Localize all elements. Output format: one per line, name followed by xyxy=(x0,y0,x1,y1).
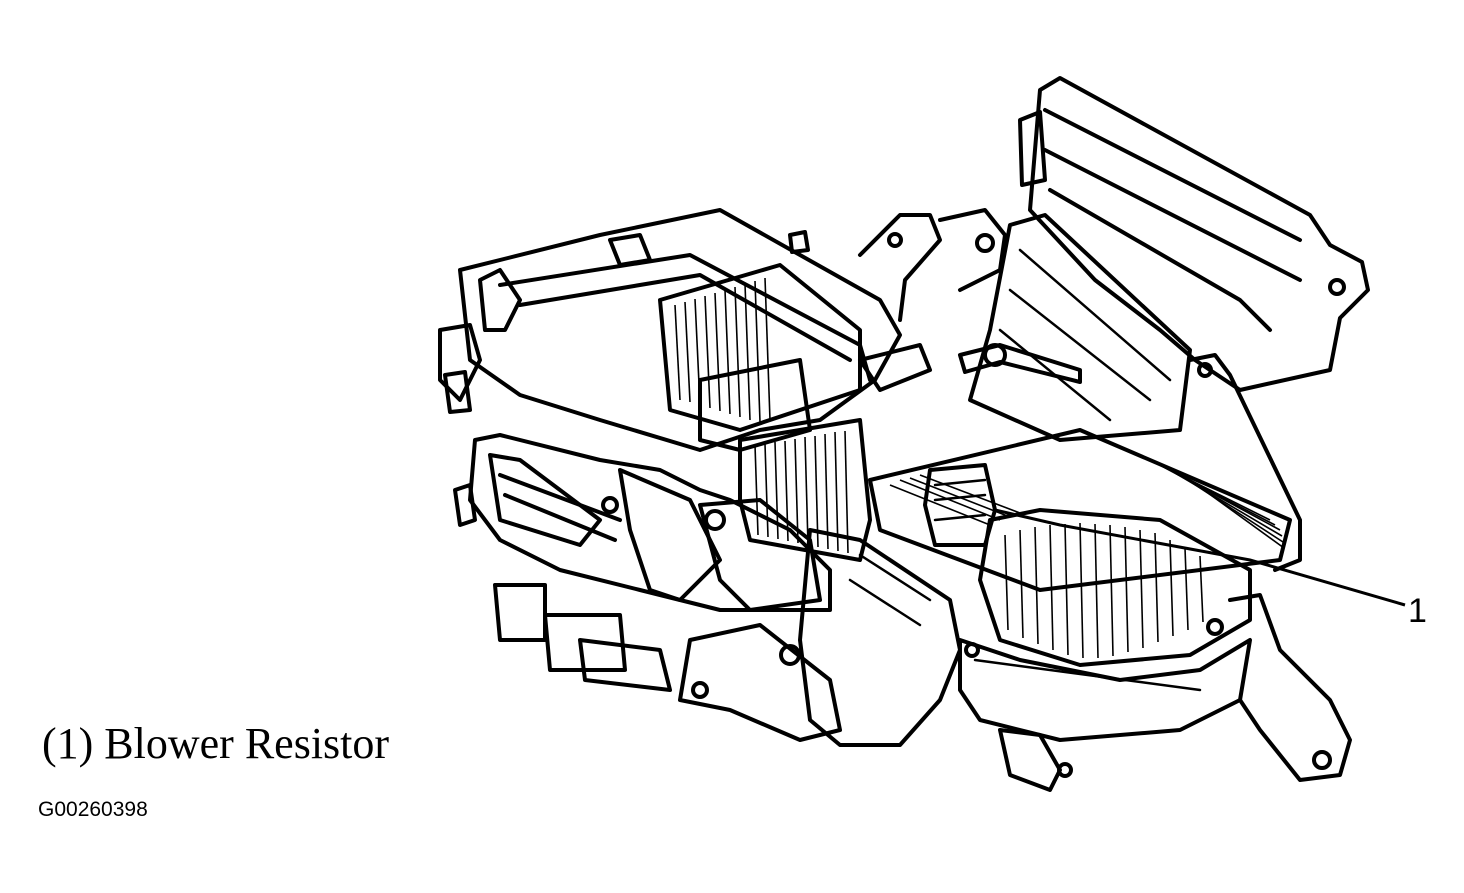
legend-caption: (1) Blower Resistor xyxy=(42,719,390,768)
figure-code: G00260398 xyxy=(38,798,148,821)
callout-number: 1 xyxy=(1408,592,1427,630)
resistor-plate xyxy=(868,428,1292,592)
lower-trough xyxy=(798,528,962,747)
main-housing xyxy=(438,208,902,452)
callout-leader-line xyxy=(994,508,1406,607)
blower-fan xyxy=(958,508,1352,792)
pipe-assembly xyxy=(858,208,1082,392)
callout-1: 1 xyxy=(994,508,1427,630)
heater-core xyxy=(698,358,872,562)
rear-duct-housing xyxy=(1018,76,1370,572)
lower-left-actuator xyxy=(453,433,842,742)
